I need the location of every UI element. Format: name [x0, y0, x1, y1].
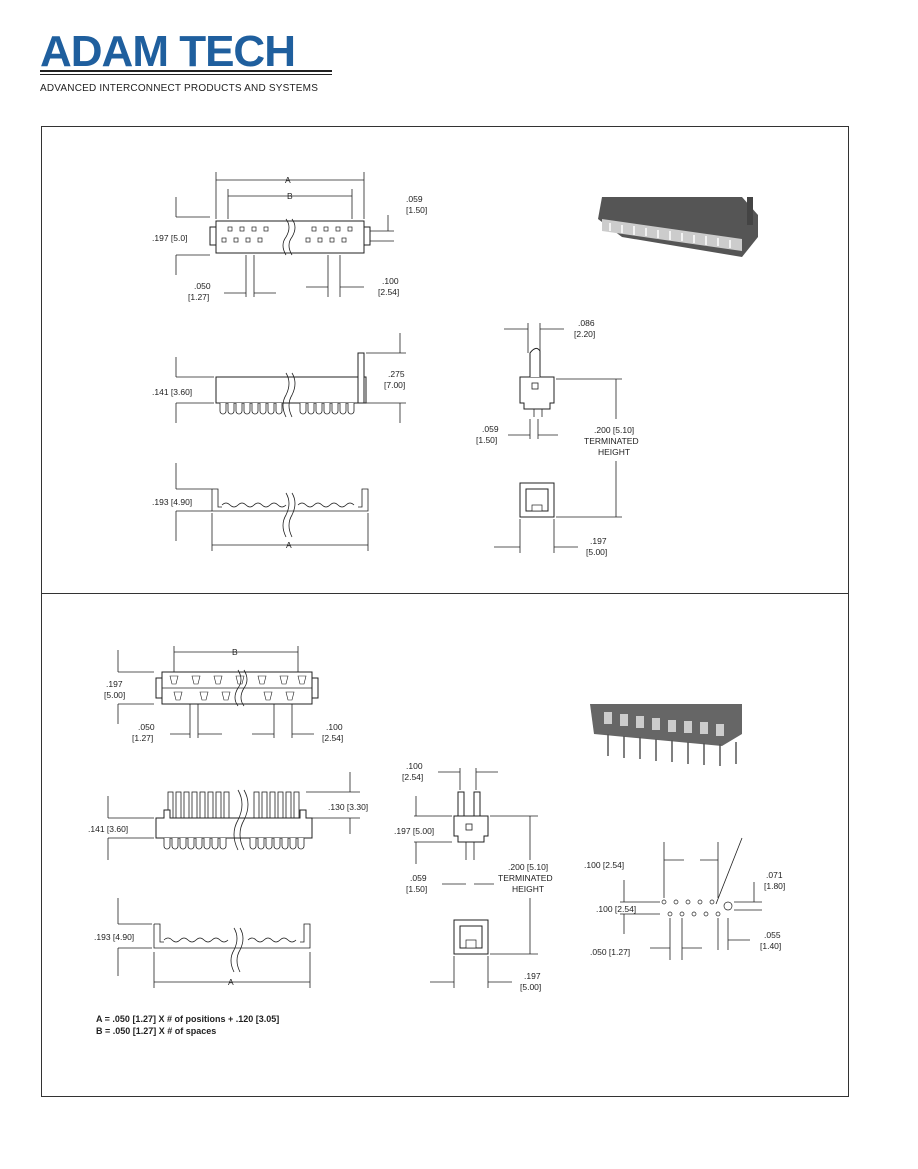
p2-dim-b-label: B	[232, 647, 238, 657]
end-base-in-label: .197	[590, 536, 607, 546]
p2-height-in-label: .197	[106, 679, 123, 689]
p2-tail-label: .130 [3.30]	[328, 802, 368, 812]
height-label: .197 [5.0]	[152, 233, 187, 243]
pcb-layout-diagram: .100 [2.54] .100 [2.54] .050 [1.27] .071…	[584, 837, 785, 960]
p2-height-mm-label: [5.00]	[104, 690, 125, 700]
pcb-hole-in-label: .071	[766, 870, 783, 880]
p2-pitch-in-label: .050	[138, 722, 155, 732]
end-width-mm-label: [2.20]	[574, 329, 595, 339]
end-pin-in-label: .059	[482, 424, 499, 434]
side-view-diagram: .141 [3.60] .275 [7.00]	[152, 333, 406, 423]
term-label-2: HEIGHT	[598, 447, 630, 457]
formula-a: A = .050 [1.27] X # of positions + .120 …	[96, 1014, 280, 1024]
row-in-label: .100	[382, 276, 399, 286]
brand-name: ADAM TECH	[40, 28, 295, 76]
pitch-mm-label: [1.27]	[188, 292, 209, 302]
pcb-col-pitch-label: .100 [2.54]	[596, 904, 636, 914]
connector-photo-1	[598, 197, 758, 257]
p2-top-view-diagram: B .197 [5.00] .050 [1.27]	[104, 646, 343, 743]
panel-idc-straight: A B .197 [5.0] .059 [1.50]	[41, 126, 849, 594]
latch-in-label: .275	[388, 369, 405, 379]
p2-end-spacing-in-label: .100	[406, 761, 423, 771]
dim-b-label: B	[287, 191, 293, 201]
term-dim-label: .200 [5.10]	[594, 425, 634, 435]
p2-side-view-diagram: .141 [3.60] .130 [3.30]	[88, 772, 368, 860]
p2-end-spacing-mm-label: [2.54]	[402, 772, 423, 782]
pitch-in-label: .050	[194, 281, 211, 291]
p2-pitch-mm-label: [1.27]	[132, 733, 153, 743]
p2-side-height-label: .141 [3.60]	[88, 824, 128, 834]
p2-bottom-height-label: .193 [4.90]	[94, 932, 134, 942]
end-base-mm-label: [5.00]	[586, 547, 607, 557]
top-view-diagram: A B .197 [5.0] .059 [1.50]	[152, 172, 427, 302]
panel-idc-pcb-tail: B .197 [5.00] .050 [1.27]	[41, 593, 849, 1097]
brand-logo: ADAM TECH	[40, 27, 340, 85]
pcb-hole-mm-label: [1.80]	[764, 881, 785, 891]
end-view-diagram: .086 [2.20] .059 [1.50] .200 [5.10] TERM…	[476, 318, 639, 557]
bottom-height-label: .193 [4.90]	[152, 497, 192, 507]
end-pin-mm-label: [1.50]	[476, 435, 497, 445]
row-mm-label: [2.54]	[378, 287, 399, 297]
p2-end-pin-mm-label: [1.50]	[406, 884, 427, 894]
offset-in-label: .059	[406, 194, 423, 204]
p2-end-base-mm-label: [5.00]	[520, 982, 541, 992]
offset-mm-label: [1.50]	[406, 205, 427, 215]
pcb-edge-in-label: .055	[764, 930, 781, 940]
formula-b: B = .050 [1.27] X # of spaces	[96, 1026, 217, 1036]
bottom-view-diagram: .193 [4.90] A	[152, 463, 369, 551]
latch-mm-label: [7.00]	[384, 380, 405, 390]
p2-bottom-dim-a-label: A	[228, 977, 234, 987]
pcb-edge-mm-label: [1.40]	[760, 941, 781, 951]
p2-end-pin-in-label: .059	[410, 873, 427, 883]
dim-a-label: A	[285, 175, 291, 185]
p2-end-base-in-label: .197	[524, 971, 541, 981]
p2-row-in-label: .100	[326, 722, 343, 732]
pcb-row-pitch-label: .100 [2.54]	[584, 860, 624, 870]
tagline: ADVANCED INTERCONNECT PRODUCTS AND SYSTE…	[40, 83, 319, 94]
end-width-in-label: .086	[578, 318, 595, 328]
term-label-1: TERMINATED	[584, 436, 639, 446]
bottom-dim-a-label: A	[286, 540, 292, 550]
connector-photo-2	[590, 704, 742, 766]
p2-end-height-label: .197 [5.00]	[394, 826, 434, 836]
side-height-label: .141 [3.60]	[152, 387, 192, 397]
pcb-pitch-label: .050 [1.27]	[590, 947, 630, 957]
p2-term-dim-label: .200 [5.10]	[508, 862, 548, 872]
p2-end-view-diagram: .100 [2.54] .197 [5.00] .059 [1.50] .200…	[394, 761, 553, 992]
p2-bottom-view-diagram: .193 [4.90] A	[94, 898, 311, 988]
p2-term-label-2: HEIGHT	[512, 884, 544, 894]
p2-row-mm-label: [2.54]	[322, 733, 343, 743]
p2-term-label-1: TERMINATED	[498, 873, 553, 883]
